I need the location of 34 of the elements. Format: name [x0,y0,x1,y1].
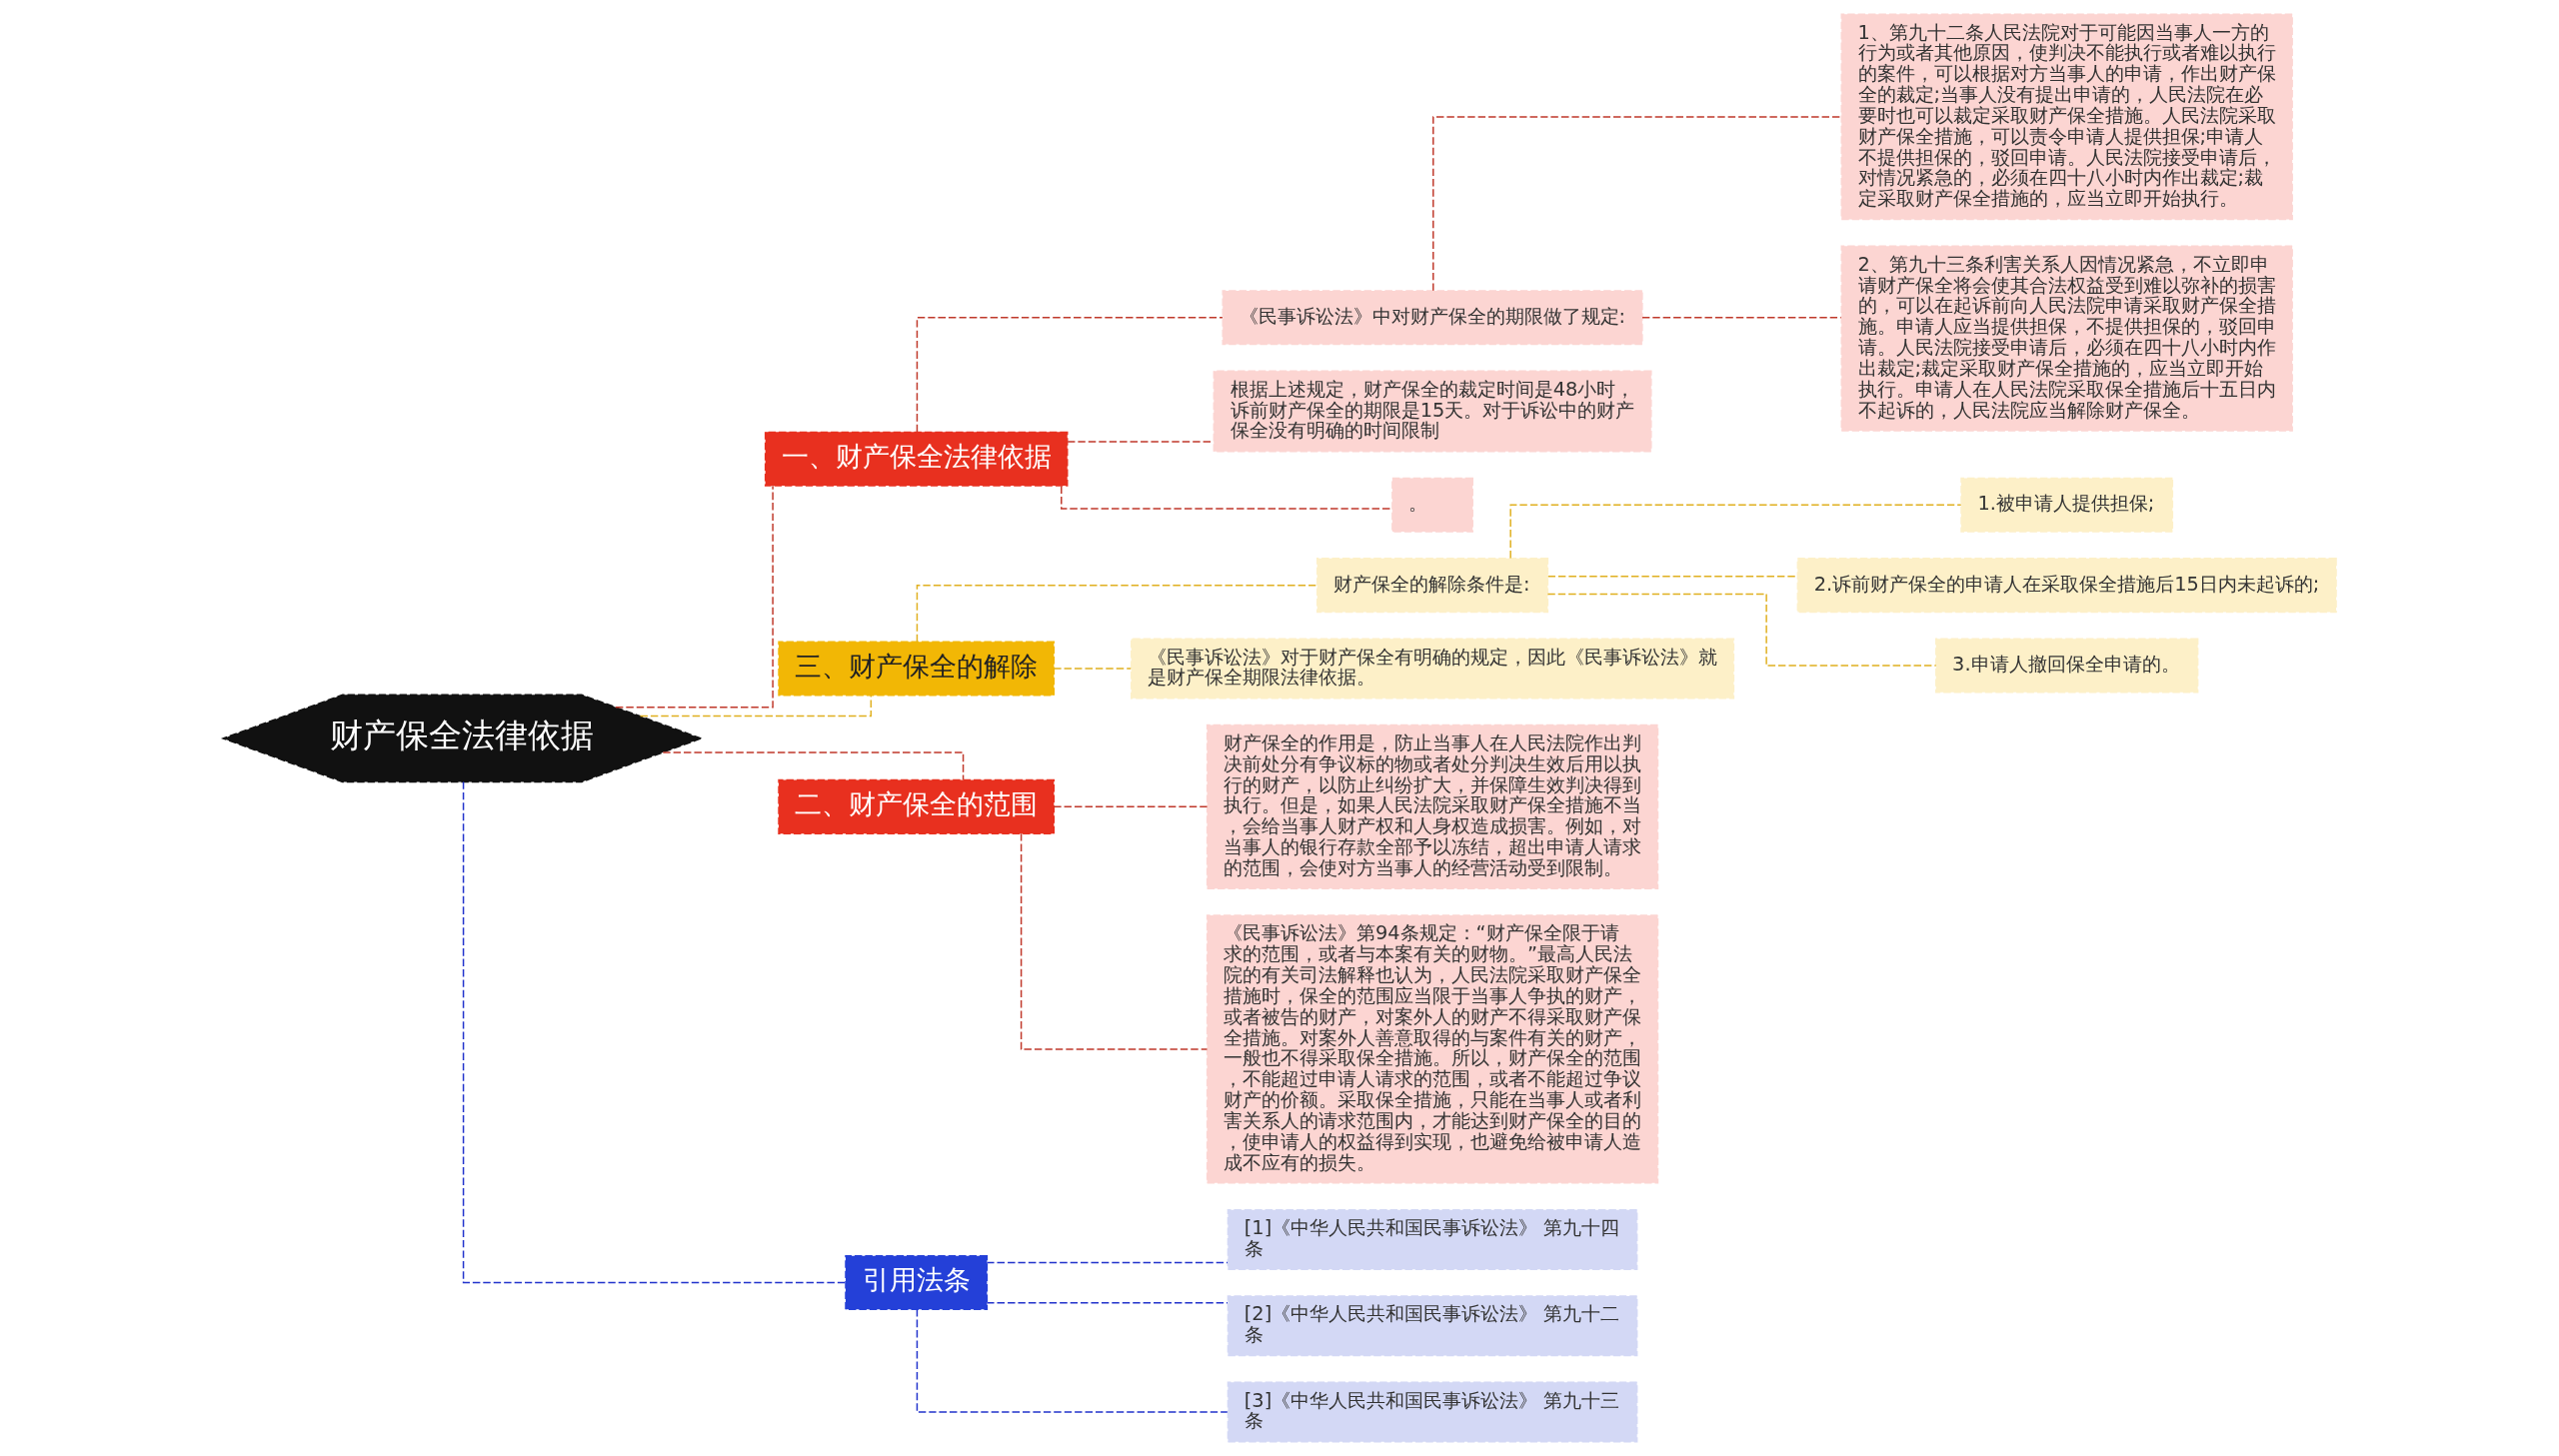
node-box: 《民事诉讼法》对于财产保全有明确的规定，因此《民事诉讼法》就是财产保全期限法律依据。 [1130,638,1735,700]
node-box: 《民事诉讼法》第94条规定：“财产保全限于请求的范围，或者与本案有关的财物。”最高人民法院的有关司法解释也认为，人民法院采取财产保全措施时，保全的范围应当限于当事人争执的财产，或者被告的财产，对案外人的财产不得采取财产保全措施。对案外人善意取得的与案件有关的财产，一般也不得采取保全措施。所以，财产保全的范围，不能超过申请人请求的范围，或者不能超过争议财产的价额。采取保全措施，只能在当事人或者利害关系人的请求范围内，才能达到财产保全的目的，使申请人的权益得到实现，也避免给被申请人造成不应有的损失。 [1206,914,1659,1184]
node-box: 一、财产保全法律依据 [764,431,1069,487]
connector [986,1261,1229,1264]
node-box: 引用法条 [845,1255,989,1311]
node-box: 2、第九十三条利害关系人因情况紧急，不立即申请财产保全将会使其合法权益受到难以弥补的损害的，可以在起诉前向人民法院申请采取财产保全措施。申请人应当提供担保，不提供担保的，驳回申请。人民法院接受申请后，必须在四十八小时内作出裁定;裁定采取财产保全措施的，应当立即开始执行。申请人在人民法院采取保全措施后十五日内不起诉的，人民法院应当解除财产保全。 [1840,245,2293,432]
node-box: [3]《中华人民共和国民事诉讼法》 第九十三条 [1227,1381,1638,1443]
connector [615,485,774,709]
node-box: 根据上述规定，财产保全的裁定时间是48小时，诉前财产保全的期限是15天。对于诉讼中的财产保全没有明确的时间限制 [1213,370,1652,453]
connector [462,780,847,1284]
node-box: 1.被申请人提供担保; [1960,477,2174,533]
node-box: [2]《中华人民共和国民事诉讼法》 第九十二条 [1227,1295,1638,1357]
connector [1546,593,1937,667]
node-box: 2.诉前财产保全的申请人在采取保全措施后15日内未起诉的; [1796,558,2337,614]
connector [1053,668,1132,670]
node-box: 3.申请人撤回保全申请的。 [1935,638,2199,694]
node-box: 。 [1391,477,1473,533]
connector [1053,805,1209,808]
node-box: 三、财产保全的解除 [778,641,1056,697]
node-box: 1、第九十二条人民法院对于可能因当事人一方的行为或者其他原因，使判决不能执行或者难以执行的案件，可以根据对方当事人的申请，作出财产保全的裁定;当事人没有提出申请的，人民法院在必要时也可以裁定采取财产保全措施。人民法院采取财产保全措施，可以责令申请人提供担保;申请人不提供担保的，驳回申请。人民法院接受申请后，对情况紧急的，必须在四十八小时内作出裁定;裁定采取财产保全措施的，应当立即开始执行。 [1840,13,2293,221]
node-box: 二、财产保全的范围 [778,778,1056,834]
connector [1546,575,1798,578]
node-box: 财产保全的解除条件是: [1315,558,1549,614]
connector [916,1308,1229,1413]
connector [1641,317,1842,319]
connector [1020,832,1209,1050]
connector [1509,504,1962,560]
connector [916,584,1318,643]
connector [916,317,1224,433]
connector [1432,116,1842,292]
node-box: [1]《中华人民共和国民事诉讼法》 第九十四条 [1227,1208,1638,1270]
node-box: 《民事诉讼法》中对财产保全的期限做了规定: [1222,290,1643,346]
connector [986,1301,1229,1304]
node-box: 财产保全的作用是，防止当事人在人民法院作出判决前处分有争议标的物或者处分判决生效后用以执行的财产，以防止纠纷扩大，并保障生效判决得到执行。但是，如果人民法院采取财产保全措施不当，会给当事人财产权和人身权造成损害。例如，对当事人的银行存款全部予以冻结，超出申请人请求的范围，会使对方当事人的经营活动受到限制。 [1206,724,1659,889]
